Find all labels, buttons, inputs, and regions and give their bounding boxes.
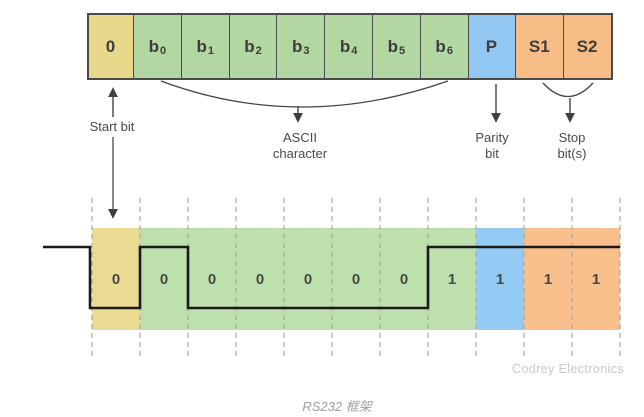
wave-bit-7: 1 [447,270,457,288]
wave-bit-9: 1 [543,270,553,288]
figure-caption: RS232 框架 [302,399,372,414]
cell-label: b [387,36,399,56]
frame-cell-parity: P [467,15,516,78]
cell-label: b [244,36,255,56]
frame-cell-s1: S1 [515,15,564,78]
wave-bit-3: 0 [255,270,265,288]
wave-bit-2: 0 [207,270,217,288]
cell-label: S2 [576,36,598,56]
wave-bit-6: 0 [399,270,409,288]
waveform-bit-values: 0 0 0 0 0 0 0 1 1 1 1 [92,228,620,330]
cell-label: b [435,36,446,56]
ascii-label-line2: character [272,145,328,161]
cell-label: 0 [105,36,116,56]
cell-subscript: 3 [303,45,310,57]
cell-subscript: 1 [207,45,214,57]
ascii-brace-curve [160,80,449,108]
stop-label-line1: Stop [558,130,586,145]
frame-cell-start: 0 [89,15,133,78]
ascii-label-line1: ASCII [283,130,317,145]
parity-bit-label: Parity bit [452,130,532,161]
cell-label: b [148,36,160,56]
cell-subscript: 4 [351,45,358,57]
stop-label-line2: bit(s) [557,145,587,161]
cell-label: S1 [528,36,550,56]
cell-label: b [339,36,351,56]
wave-bit-10: 1 [591,270,601,288]
cell-label: b [292,36,303,56]
stop-brace-curve [542,82,594,97]
cell-subscript: 2 [255,45,262,57]
cell-subscript: 0 [160,45,167,57]
cell-subscript: 5 [399,45,406,57]
watermark: Codrey Electronics [511,362,625,376]
cell-label: P [485,36,498,56]
parity-label-line1: Parity [475,130,509,145]
wave-bit-8: 1 [495,270,505,288]
wave-bit-4: 0 [303,270,313,288]
start-bit-label: Start bit [89,119,135,134]
wave-bit-0: 0 [111,270,121,288]
wave-bit-5: 0 [351,270,361,288]
wave-bit-1: 0 [159,270,169,288]
frame-cell-s2: S2 [563,15,611,78]
ascii-character-label: ASCII character [250,130,350,161]
cell-label: b [196,36,207,56]
cell-subscript: 6 [446,45,453,57]
stop-bits-label: Stop bit(s) [532,130,612,161]
parity-label-line2: bit [485,145,499,161]
